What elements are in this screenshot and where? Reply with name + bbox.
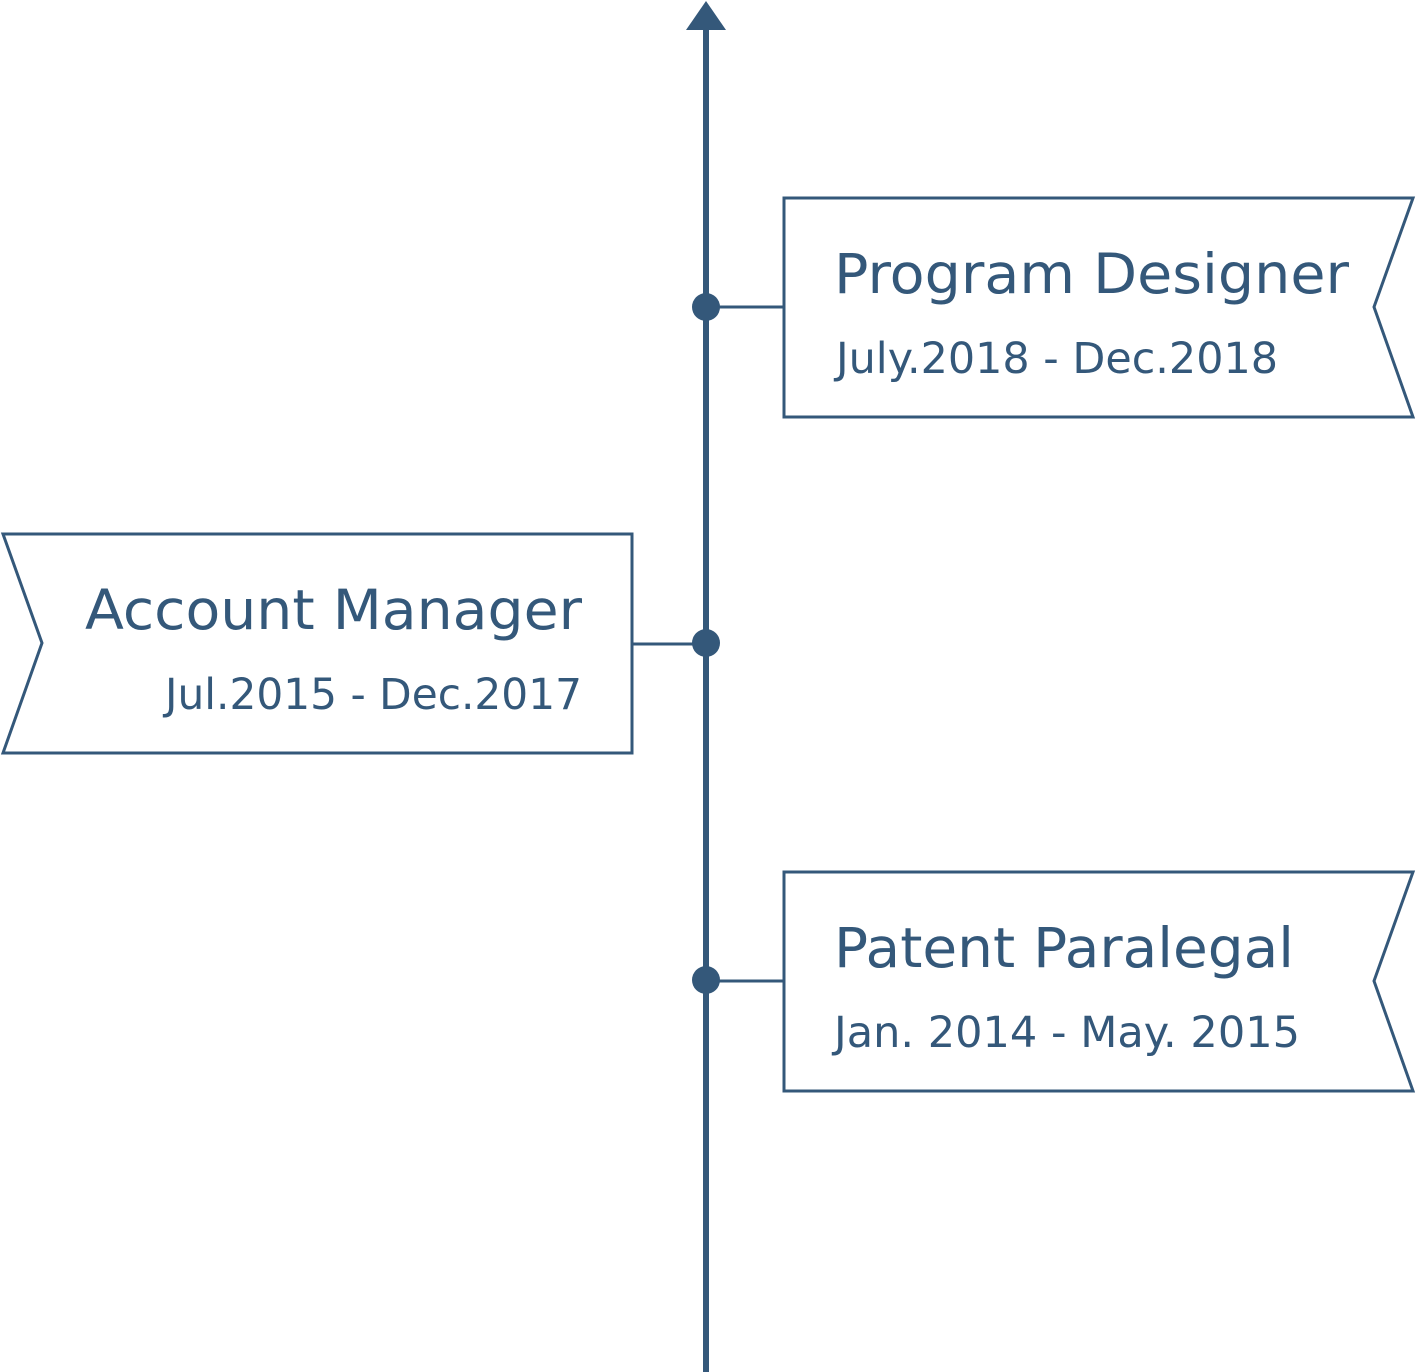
entry-title: Account Manager xyxy=(85,578,582,642)
timeline-entry-patent-paralegal: Patent Paralegal Jan. 2014 - May. 2015 xyxy=(692,870,1416,1093)
entry-dates: Jul.2015 - Dec.2017 xyxy=(162,670,582,720)
flag-shape xyxy=(782,196,1416,419)
flag-shape xyxy=(782,870,1416,1093)
timeline-arrowhead-icon xyxy=(686,1,726,30)
flag-shape xyxy=(0,532,634,755)
timeline-entry-account-manager: Account Manager Jul.2015 - Dec.2017 xyxy=(0,532,720,755)
entry-dates: July.2018 - Dec.2018 xyxy=(833,334,1278,384)
entry-title: Patent Paralegal xyxy=(834,916,1294,980)
timeline-entry-program-designer: Program Designer July.2018 - Dec.2018 xyxy=(692,196,1416,419)
entry-title: Program Designer xyxy=(834,242,1349,306)
entry-dates: Jan. 2014 - May. 2015 xyxy=(831,1008,1300,1058)
